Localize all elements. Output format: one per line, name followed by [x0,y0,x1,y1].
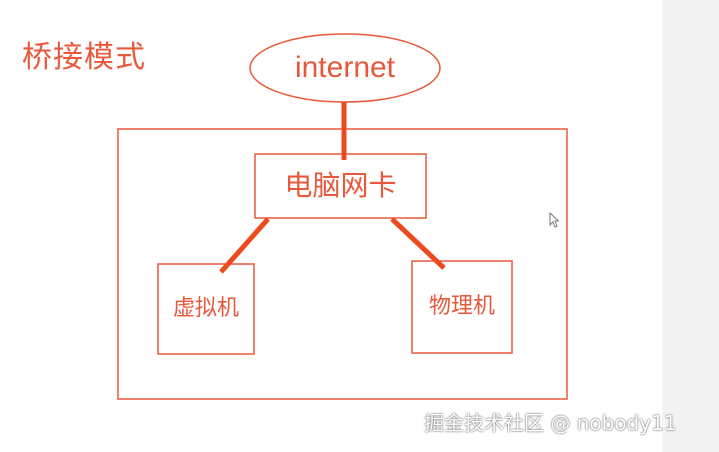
pm-label: 物理机 [428,294,495,319]
nic-label: 电脑网卡 [284,169,397,202]
connector-nic-vm [219,217,270,274]
watermark: 掘金技术社区 @ nobody11 [424,411,677,435]
right-panel-strip [662,0,719,452]
internet-label: internet [294,51,396,84]
pm-box [411,260,513,354]
vm-box [157,263,255,355]
nic-box [254,153,427,219]
mouse-cursor-icon [549,212,559,228]
vm-label: 虚拟机 [172,296,239,321]
page-title: 桥接模式 [22,40,146,75]
slide-canvas: 桥接模式 internet 电脑网卡 虚拟机 物理机 [22,33,568,400]
connector-nic-pm [390,217,446,270]
diagram [117,33,568,400]
